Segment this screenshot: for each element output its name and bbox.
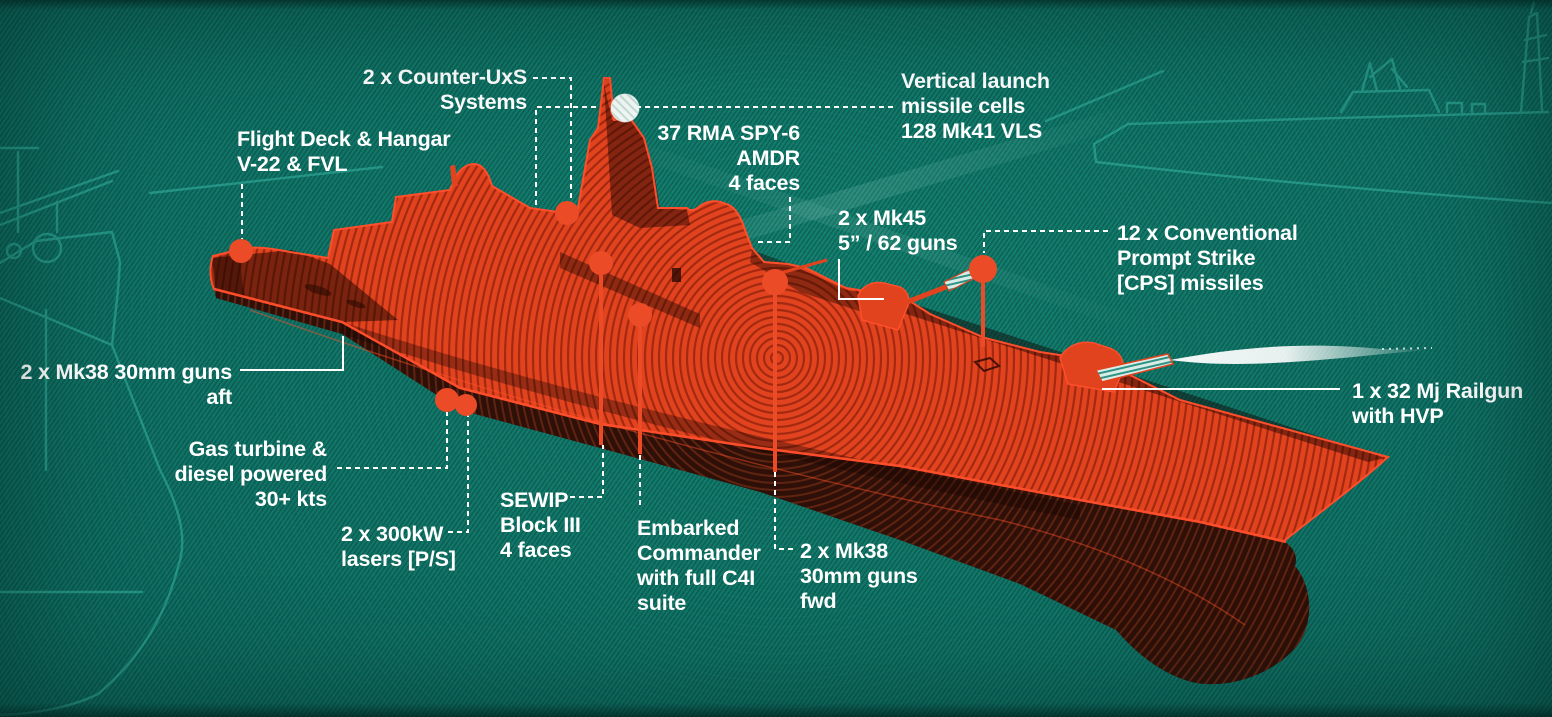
sketch-topright-diagonal	[1044, 69, 1165, 123]
system-marker-dot	[969, 255, 997, 283]
system-marker-dot	[229, 239, 253, 263]
callout-leaders	[240, 197, 1340, 550]
railgun-barrel	[1094, 353, 1175, 383]
leader-line-lasers	[448, 414, 469, 533]
counter-uxs-sensor-marker	[610, 93, 640, 123]
system-markers	[229, 93, 997, 472]
system-marker-dot	[455, 394, 477, 416]
sketch-left-turret-barrel2	[148, 165, 384, 195]
railgun-muzzle-beam	[1170, 345, 1425, 364]
ship-details	[304, 165, 1175, 393]
leader-line-cps	[983, 230, 1108, 253]
mk45-gun-barrel	[901, 284, 947, 307]
leader-line-mk45	[838, 259, 884, 300]
sketch-topright-hull	[1092, 142, 1552, 205]
sketch-left-hull-curve	[0, 343, 184, 717]
callout-leaders-behind-ship	[241, 77, 893, 239]
leader-line-counter-uxs	[533, 77, 572, 202]
leader-line-mk38-fwd	[774, 472, 793, 550]
light-beam	[600, 128, 1140, 334]
system-marker-dot	[589, 251, 613, 275]
leader-line-spy6	[757, 197, 791, 243]
leader-line-gas-turbine	[337, 412, 448, 469]
system-marker-dot	[555, 201, 579, 225]
hangar-antenna	[450, 165, 458, 186]
sketch-hatch-circle	[5, 242, 23, 260]
deckhouse-door	[672, 268, 681, 282]
leader-line-mk38-aft	[240, 336, 344, 371]
boot-stripe	[249, 309, 1246, 626]
system-marker-dot	[628, 303, 652, 327]
system-marker-dot	[762, 269, 788, 295]
leader-line-sewip	[570, 445, 604, 498]
deck-marking	[304, 284, 332, 296]
leader-line-vls	[535, 106, 893, 206]
sketch-topright-boxes	[1445, 101, 1487, 114]
sketch-topright-masts	[1360, 57, 1409, 93]
sketch-topright-deckhouse	[1339, 88, 1441, 114]
system-marker-dot	[435, 388, 459, 412]
railgun-beam-tail	[1381, 347, 1433, 350]
deck-marking	[346, 299, 366, 309]
mk45-gun-mount	[857, 281, 910, 331]
sketch-left-turret-body	[0, 230, 122, 347]
vls-deck-hatch	[973, 356, 1001, 373]
sketch-left-lines	[0, 146, 59, 472]
sketch-hatch-circle	[31, 232, 63, 264]
sketch-topright-tall-mast	[1519, 0, 1550, 114]
